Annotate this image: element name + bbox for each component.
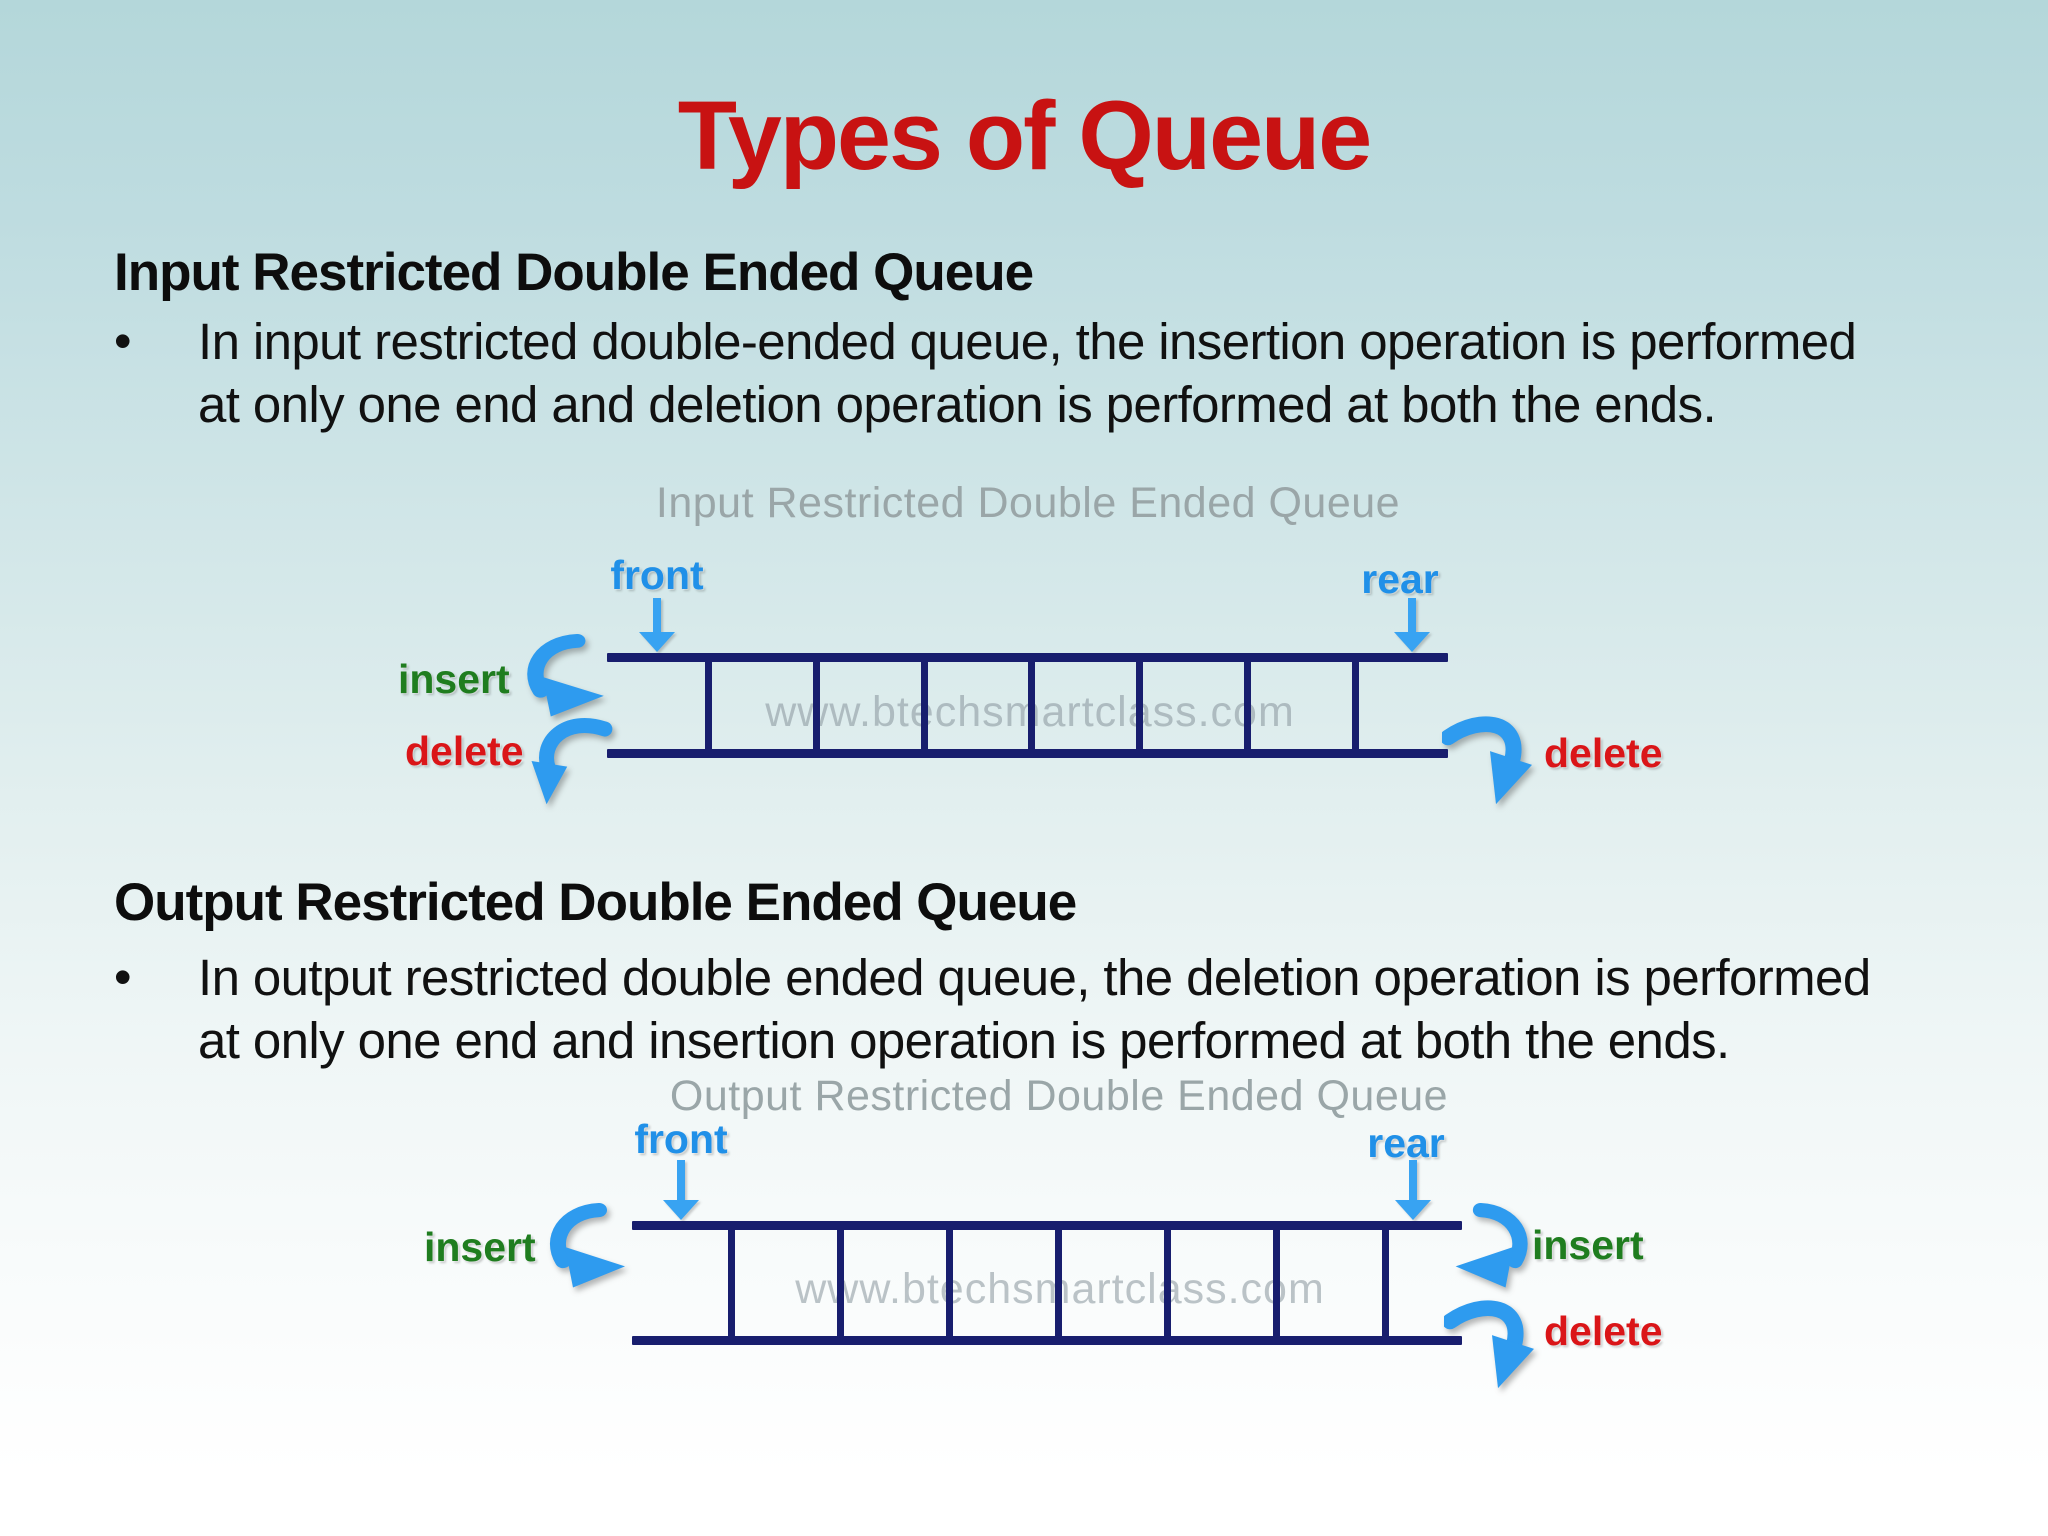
diagram1-rear-arrow-icon <box>1394 598 1430 652</box>
diagram1-queue-divider <box>1028 653 1035 758</box>
bullet-text: In input restricted double-ended queue, … <box>198 310 1857 436</box>
diagram2-queue-bottom-rail <box>632 1336 1462 1345</box>
diagram2-queue-divider <box>1164 1221 1171 1345</box>
bullet-line-1: In output restricted double ended queue,… <box>198 949 1871 1006</box>
diagram1-queue-divider <box>705 653 712 758</box>
diagram2-insert-right-curved-arrow-icon <box>1455 1203 1528 1288</box>
bullet-item: • In input restricted double-ended queue… <box>114 310 1974 436</box>
bullet-line-2: at only one end and deletion operation i… <box>198 376 1717 433</box>
diagram1-caption: Input Restricted Double Ended Queue <box>655 479 1401 527</box>
diagram1-queue-divider <box>1244 653 1251 758</box>
diagram1-delete-left-label: delete <box>405 728 524 774</box>
diagram2-queue-divider <box>728 1221 735 1345</box>
diagram2-rear-arrow-icon <box>1395 1160 1431 1220</box>
diagram2-delete-right-curved-arrow-icon <box>1444 1300 1534 1389</box>
diagram1-delete-left-curved-arrow-icon <box>531 718 613 805</box>
diagram2-insert-right-label: insert <box>1532 1222 1644 1268</box>
bullet-text: In output restricted double ended queue,… <box>198 946 1871 1072</box>
diagram2-queue-divider <box>1273 1221 1280 1345</box>
diagram2-queue-top-rail <box>632 1221 1462 1230</box>
diagram2-insert-left-label: insert <box>424 1224 536 1270</box>
diagram1-queue-divider <box>813 653 820 758</box>
bullet-line-1: In input restricted double-ended queue, … <box>198 313 1857 370</box>
diagram1-delete-right-curved-arrow-icon <box>1442 716 1532 805</box>
diagram2-queue-divider <box>1055 1221 1062 1345</box>
diagram1-insert-curved-arrow-icon <box>527 634 604 717</box>
page-title: Types of Queue <box>677 81 1372 190</box>
diagram2-front-arrow-icon <box>663 1160 699 1220</box>
diagram1-front-arrow-icon <box>639 598 675 652</box>
diagram1-queue-divider <box>1136 653 1143 758</box>
diagram2-front-label: front <box>634 1116 728 1162</box>
diagram1-rear-label: rear <box>1361 556 1439 602</box>
bullet-glyph: • <box>114 949 132 1005</box>
diagram2-caption: Output Restricted Double Ended Queue <box>669 1072 1449 1120</box>
diagram1-delete-right-label: delete <box>1544 730 1663 776</box>
diagram2-queue-divider <box>946 1221 953 1345</box>
section-heading-output-restricted: Output Restricted Double Ended Queue <box>114 873 1077 932</box>
diagram1-queue-divider <box>921 653 928 758</box>
section-heading-input-restricted: Input Restricted Double Ended Queue <box>114 243 1034 302</box>
bullet-item: • In output restricted double ended queu… <box>114 946 1974 1072</box>
diagram1-queue-divider <box>1352 653 1359 758</box>
diagram2-rear-label: rear <box>1367 1120 1445 1166</box>
bullet-line-2: at only one end and insertion operation … <box>198 1012 1730 1069</box>
diagram1-front-label: front <box>610 552 704 598</box>
diagram2-insert-left-curved-arrow-icon <box>550 1203 625 1288</box>
diagram2-queue-divider <box>1382 1221 1389 1345</box>
diagram1-insert-label: insert <box>398 656 510 702</box>
diagram1-queue-bottom-rail <box>607 749 1448 758</box>
bullet-glyph: • <box>114 313 132 369</box>
diagram2-queue-divider <box>837 1221 844 1345</box>
diagram2-delete-right-label: delete <box>1544 1308 1663 1354</box>
diagram1-queue-top-rail <box>607 653 1448 662</box>
